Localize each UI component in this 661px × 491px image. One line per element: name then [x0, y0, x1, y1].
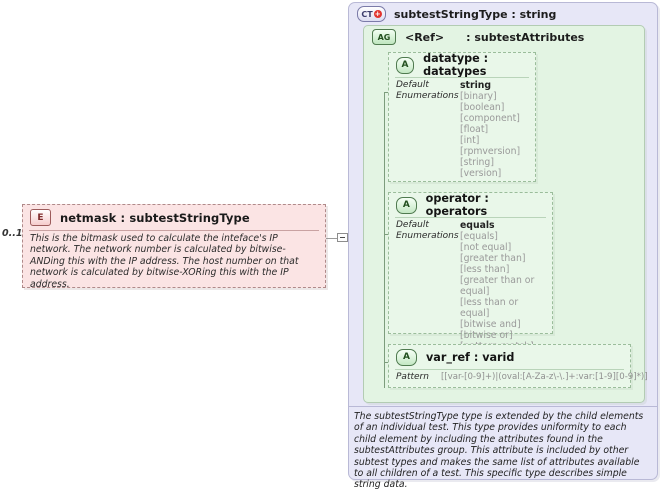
attribute-header-datatype: A datatype : datatypes	[389, 52, 535, 78]
enumeration-item: [greater than]	[460, 253, 526, 264]
enumeration-item: [not equal]	[460, 242, 512, 253]
ct-badge-label: CT	[361, 9, 373, 19]
enumeration-item: [version]	[460, 168, 502, 179]
enumeration-item: [rpmversion]	[460, 146, 521, 157]
facet-default-value: equals	[460, 220, 495, 231]
facet-labels: Default Enumerations	[396, 220, 459, 242]
enumeration-item: [int]	[460, 135, 480, 146]
enumeration-item: [less than]	[460, 264, 510, 275]
facet-values: string [binary] [boolean] [component] [f…	[460, 80, 530, 179]
attribute-title: datatype : datatypes	[423, 52, 489, 78]
facet-label-enumerations: Enumerations	[396, 231, 459, 241]
attribute-badge-icon: A	[396, 196, 417, 214]
attribute-group-ref: <Ref>	[405, 30, 445, 44]
complex-type-header: CT + subtestStringType : string	[349, 3, 657, 25]
element-title: netmask : subtestStringType	[60, 210, 250, 225]
attribute-box-operator[interactable]: A operator : operators Default Enumerati…	[388, 192, 553, 352]
expand-plus-icon[interactable]: +	[373, 10, 382, 18]
enumeration-item: [less than or equal]	[460, 297, 519, 319]
collapse-toggle-icon[interactable]	[337, 233, 348, 242]
enumeration-item: [float]	[460, 124, 489, 135]
enumeration-item: [bitwise or]	[460, 330, 513, 341]
attribute-box-var-ref[interactable]: A var_ref : varid Pattern [[var-[0-9]+)|…	[388, 344, 648, 388]
enumeration-item: [boolean]	[460, 102, 505, 113]
connector-line-left	[326, 238, 339, 239]
element-documentation: This is the bitmask used to calculate th…	[30, 233, 299, 290]
element-header: E netmask : subtestStringType	[23, 205, 325, 230]
attribute-facets-var-ref: Pattern [[var-[0-9]+)|(oval:[A-Za-z\-\.]…	[396, 372, 648, 383]
enumeration-item: [bitwise and]	[460, 319, 521, 330]
enumeration-item: [greater than or equal]	[460, 275, 535, 297]
enumeration-item: [component]	[460, 113, 520, 124]
attribute-header-operator: A operator : operators	[389, 192, 552, 218]
facet-label-enumerations: Enumerations	[396, 91, 459, 101]
complex-type-documentation: The subtestStringType type is extended b…	[354, 411, 644, 491]
complex-type-title: subtestStringType : string	[394, 7, 557, 21]
enumeration-item: [string]	[460, 157, 494, 168]
attribute-title: var_ref : varid	[426, 350, 515, 364]
facet-label-default: Default	[396, 220, 429, 230]
attribute-title: operator : operators	[425, 192, 489, 218]
enumeration-item: [binary]	[460, 91, 497, 102]
facet-default-value: string	[460, 80, 492, 91]
attribute-group-type: : subtestAttributes	[466, 30, 585, 44]
facet-pattern-value: [[var-[0-9]+)|(oval:[A-Za-z\-\.]+:var:[1…	[440, 372, 648, 382]
attribute-group-header: AG <Ref> : subtestAttributes	[364, 26, 644, 48]
facet-label-pattern: Pattern	[396, 372, 429, 382]
attribute-badge-icon: A	[396, 56, 415, 74]
facet-labels: Default Enumerations	[396, 80, 459, 102]
attribute-divider	[395, 369, 624, 370]
enumeration-list: [equals] [not equal] [greater than] [les…	[460, 231, 547, 352]
attribute-divider	[395, 217, 546, 218]
enumeration-list: [binary] [boolean] [component] [float] […	[460, 91, 530, 179]
attribute-box-datatype[interactable]: A datatype : datatypes Default Enumerati…	[388, 52, 536, 182]
facet-values: equals [equals] [not equal] [greater tha…	[460, 220, 547, 352]
enumeration-item: [equals]	[460, 231, 498, 242]
tree-spine	[384, 92, 385, 388]
element-badge-icon: E	[30, 209, 51, 226]
complex-type-doc-divider	[348, 406, 658, 407]
complex-type-badge-icon[interactable]: CT +	[357, 6, 386, 22]
element-divider	[29, 230, 319, 231]
element-cardinality: 0..1	[2, 228, 23, 239]
attribute-header-var-ref: A var_ref : varid	[389, 345, 630, 369]
attribute-badge-icon: A	[396, 348, 417, 366]
element-box-netmask[interactable]: E netmask : subtestStringType This is th…	[22, 204, 326, 290]
attribute-group-badge-icon: AG	[372, 29, 396, 45]
attribute-divider	[395, 77, 529, 78]
facet-label-default: Default	[396, 80, 429, 90]
